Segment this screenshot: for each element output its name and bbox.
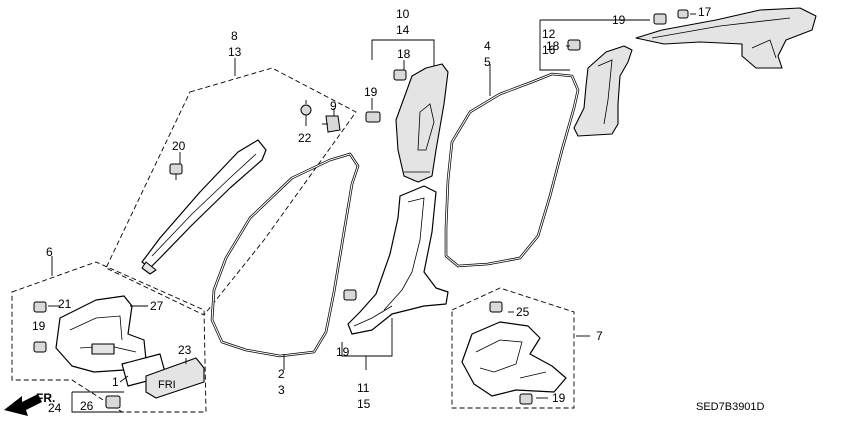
label-3: 3 <box>278 383 285 397</box>
label-10: 10 <box>396 7 410 21</box>
label-14: 14 <box>396 23 410 37</box>
label-4: 4 <box>484 39 491 53</box>
label-18-center: 18 <box>397 47 411 61</box>
label-19-rear-kick: 19 <box>552 391 566 405</box>
label-5: 5 <box>484 55 491 69</box>
label-20: 20 <box>172 139 186 153</box>
clip-19-top <box>653 13 667 25</box>
rear-shelf-trim <box>635 7 817 69</box>
front-arrow-icon <box>4 394 42 416</box>
label-27: 27 <box>150 299 164 313</box>
label-19-kick: 19 <box>32 319 46 333</box>
clip-19-center <box>365 111 381 123</box>
label-16: 16 <box>542 43 556 57</box>
label-26: 26 <box>80 399 94 413</box>
rear-kick-panel <box>461 321 567 397</box>
clip-22 <box>300 104 312 126</box>
clip-19-rear-kick <box>519 393 533 405</box>
label-15: 15 <box>357 397 371 411</box>
label-18-rear: 18 <box>546 39 560 53</box>
label-23: 23 <box>178 343 192 357</box>
clip-9 <box>322 115 341 133</box>
group-box-8-13 <box>105 67 357 316</box>
label-21: 21 <box>58 297 72 311</box>
label-22: 22 <box>298 131 312 145</box>
plate-text: FRI <box>158 379 176 391</box>
label-19-center: 19 <box>364 85 378 99</box>
label-13: 13 <box>228 45 242 59</box>
drawing-code: SED7B3901D <box>696 401 765 413</box>
clip-17 <box>677 9 689 19</box>
front-label: FR. <box>36 391 55 405</box>
clip-25 <box>489 301 503 313</box>
clip-19-lower <box>343 289 357 301</box>
center-pillar-upper <box>395 63 449 183</box>
group-box-7 <box>451 287 575 409</box>
front-pillar-garnish <box>141 139 267 275</box>
label-9: 9 <box>330 99 337 113</box>
label-19-top: 19 <box>612 13 626 27</box>
clip-26 <box>105 395 121 409</box>
clip-18-center <box>393 69 407 81</box>
label-plate-23: FRI <box>145 357 205 399</box>
label-24: 24 <box>48 401 62 415</box>
label-17: 17 <box>698 5 712 19</box>
front-door-seal <box>210 152 360 358</box>
label-7: 7 <box>596 329 603 343</box>
label-11: 11 <box>357 381 370 395</box>
label-8: 8 <box>231 29 238 43</box>
rear-door-seal <box>444 72 580 268</box>
clip-19-kick <box>33 341 47 353</box>
leader-lines <box>48 13 696 413</box>
label-19-lower: 19 <box>336 345 350 359</box>
clip-18-rear <box>567 39 581 51</box>
label-1: 1 <box>112 375 119 389</box>
clip-21 <box>33 301 47 313</box>
group-box-6 <box>11 261 207 413</box>
label-2: 2 <box>278 367 285 381</box>
label-6: 6 <box>46 245 53 259</box>
kick-panel-front <box>55 295 147 373</box>
clip-20 <box>169 163 183 180</box>
center-pillar-lower <box>347 185 449 335</box>
label-25: 25 <box>516 305 530 319</box>
rear-pillar-garnish <box>573 45 633 137</box>
label-12: 12 <box>542 27 556 41</box>
